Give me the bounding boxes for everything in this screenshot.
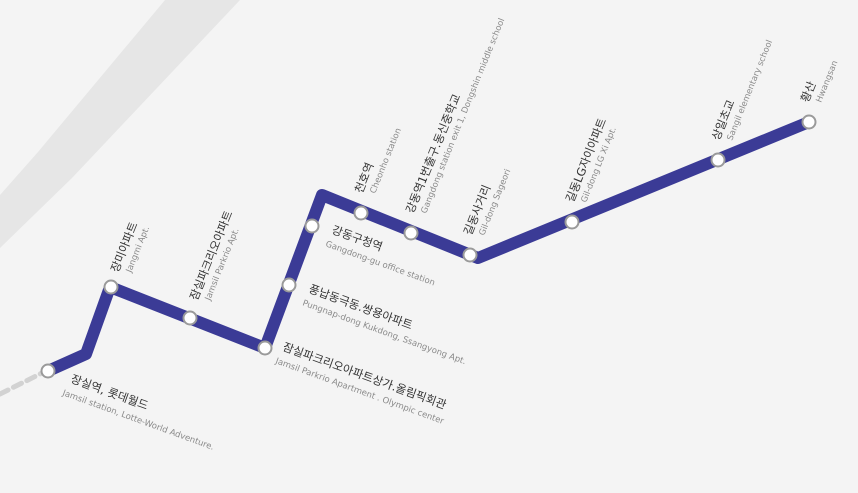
stop-marker[interactable] [40,363,56,379]
background-road [0,0,240,248]
stops-layer [40,114,817,379]
stop-marker[interactable] [403,225,419,241]
stop-marker[interactable] [564,214,580,230]
stop-marker[interactable] [182,310,198,326]
stop-marker[interactable] [103,279,119,295]
stop-marker[interactable] [304,218,320,234]
stop-marker[interactable] [801,114,817,130]
stop-marker[interactable] [710,152,726,168]
stop-marker[interactable] [353,205,369,221]
dashed-route-extension [0,369,47,397]
stop-marker[interactable] [281,277,297,293]
stop-marker[interactable] [462,247,478,263]
stop-marker[interactable] [257,340,273,356]
